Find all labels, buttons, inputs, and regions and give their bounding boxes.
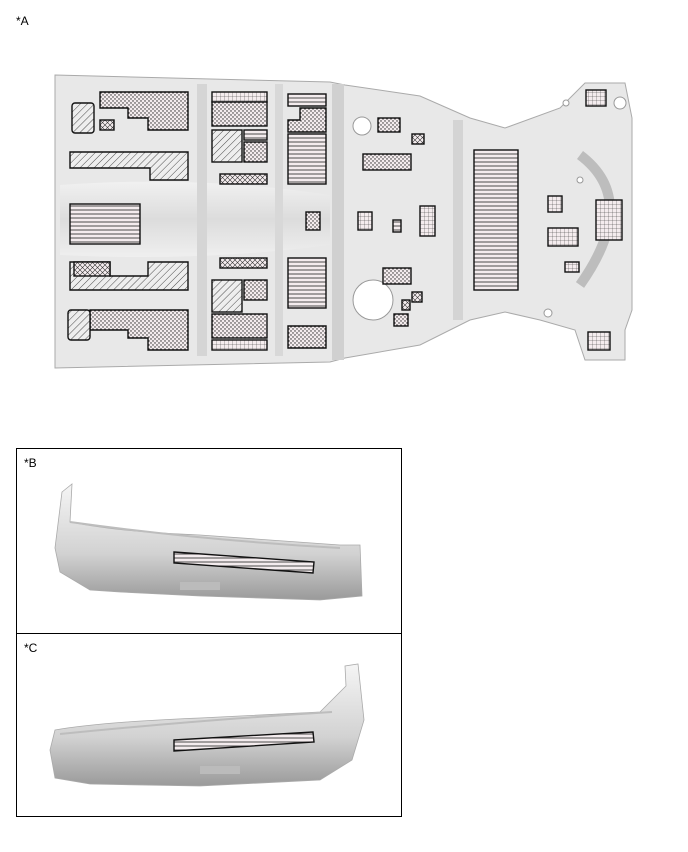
pad-b <box>173 551 315 574</box>
view-c-label: *C <box>24 641 38 655</box>
view-a-label: *A <box>16 14 29 28</box>
view-b-label: *B <box>24 456 37 470</box>
silencer-pads-a <box>67 89 623 351</box>
pad-c <box>173 731 315 752</box>
floor-panel-body <box>54 74 633 369</box>
side-sill-c <box>49 663 365 787</box>
side-sill-b <box>54 483 363 601</box>
view-c-frame <box>16 633 402 817</box>
